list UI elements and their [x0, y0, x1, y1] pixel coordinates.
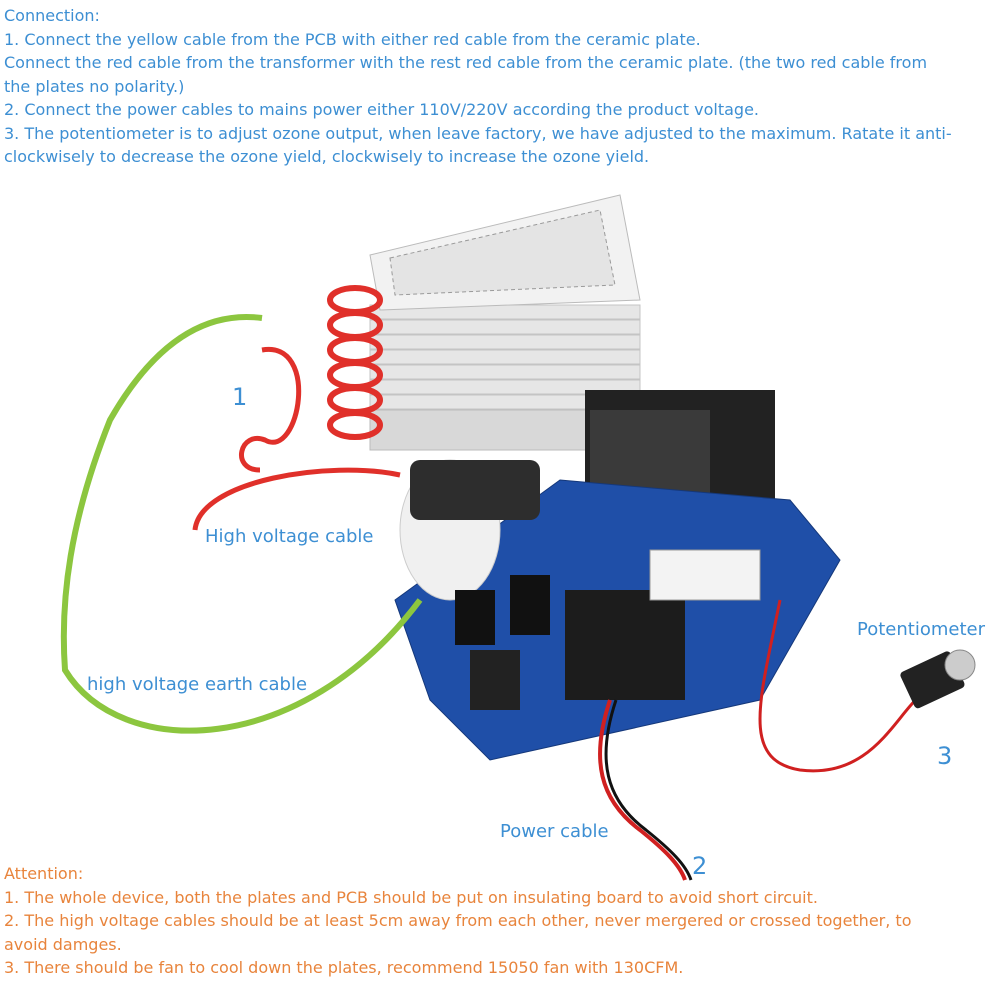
label-power-cable: Power cable — [500, 821, 609, 842]
label-high-voltage-cable: High voltage cable — [205, 526, 374, 547]
attention-line: avoid damges. — [4, 934, 122, 954]
attention-notes: Attention: 1. The whole device, both the… — [4, 862, 911, 980]
attention-line: 3. There should be fan to cool down the … — [4, 958, 684, 977]
potentiometer-knob — [900, 649, 976, 709]
transformer — [565, 590, 685, 700]
attention-line: 2. The high voltage cables should be at … — [4, 911, 912, 930]
label-number-1: 1 — [232, 383, 248, 411]
connection-line: 3. The potentiometer is to adjust ozone … — [4, 123, 952, 143]
connection-line: clockwisely to decrease the ozone yield,… — [4, 147, 650, 166]
connection-heading: Connection: — [4, 6, 100, 25]
red-coil — [327, 285, 383, 440]
connection-line: 2. Connect the power cables to mains pow… — [4, 100, 759, 119]
label-number-2: 2 — [692, 852, 708, 880]
red-cable-plate — [239, 347, 302, 473]
attention-heading: Attention: — [4, 864, 84, 883]
connection-line: 1. Connect the yellow cable from the PCB… — [4, 29, 701, 49]
green-yellow-cable — [60, 314, 423, 734]
connection-line: Connect the red cable from the transform… — [4, 53, 928, 72]
high-voltage-red-cable — [192, 467, 401, 531]
potentiometer-cable — [758, 599, 931, 773]
ceramic-plates — [369, 194, 641, 451]
power-cable — [598, 699, 687, 881]
label-number-3: 3 — [937, 742, 953, 770]
connection-instructions: Connection: 1. Connect the yellow cable … — [4, 4, 952, 169]
label-earth-cable: high voltage earth cable — [87, 674, 308, 695]
label-potentiometer: Potentiometer — [857, 619, 985, 640]
attention-line: 1. The whole device, both the plates and… — [4, 887, 818, 907]
connection-line: the plates no polarity.) — [4, 76, 185, 96]
